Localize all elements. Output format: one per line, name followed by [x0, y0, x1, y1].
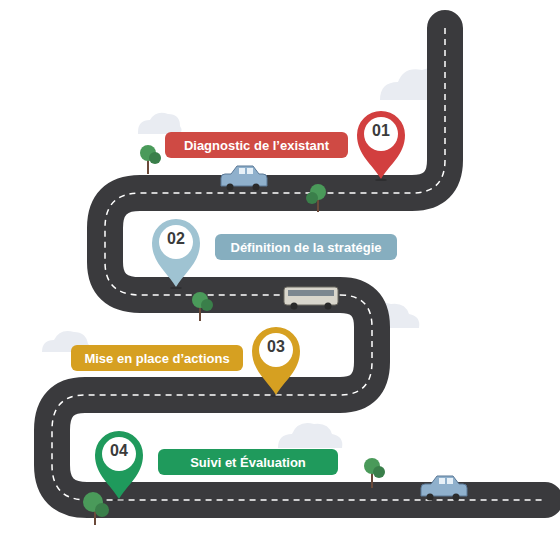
step-number: 03 [248, 338, 304, 356]
pin-shape [353, 107, 409, 181]
pin-body [95, 431, 143, 499]
step-number: 02 [148, 230, 204, 248]
step-label: Suivi et Évaluation [158, 449, 338, 475]
pin-body [152, 219, 200, 287]
step-title: Diagnostic de l’existant [184, 138, 329, 153]
pin-shadow [113, 499, 125, 502]
pin-shadow [170, 287, 182, 290]
road [52, 28, 545, 500]
pin-shape [248, 323, 304, 397]
step-number: 01 [353, 122, 409, 140]
pin-shadow [270, 395, 282, 398]
car [421, 476, 467, 501]
pin-shape [148, 215, 204, 289]
step-number: 04 [91, 442, 147, 460]
step-label: Diagnostic de l’existant [165, 132, 348, 158]
car [221, 166, 267, 191]
map-pin: 01 [353, 107, 409, 181]
step-title: Mise en place d’actions [84, 351, 229, 366]
pin-shadow [375, 179, 387, 182]
pin-body [357, 111, 405, 179]
step-label: Mise en place d’actions [71, 345, 243, 371]
step-title: Suivi et Évaluation [190, 455, 306, 470]
bus [284, 287, 338, 310]
map-pin: 02 [148, 215, 204, 289]
step-title: Définition de la stratégie [231, 240, 382, 255]
map-pin: 04 [91, 427, 147, 501]
map-pin: 03 [248, 323, 304, 397]
road-centerline [52, 28, 545, 500]
step-label: Définition de la stratégie [215, 234, 397, 260]
tree [83, 145, 385, 525]
pin-shape [91, 427, 147, 501]
pin-body [252, 327, 300, 395]
